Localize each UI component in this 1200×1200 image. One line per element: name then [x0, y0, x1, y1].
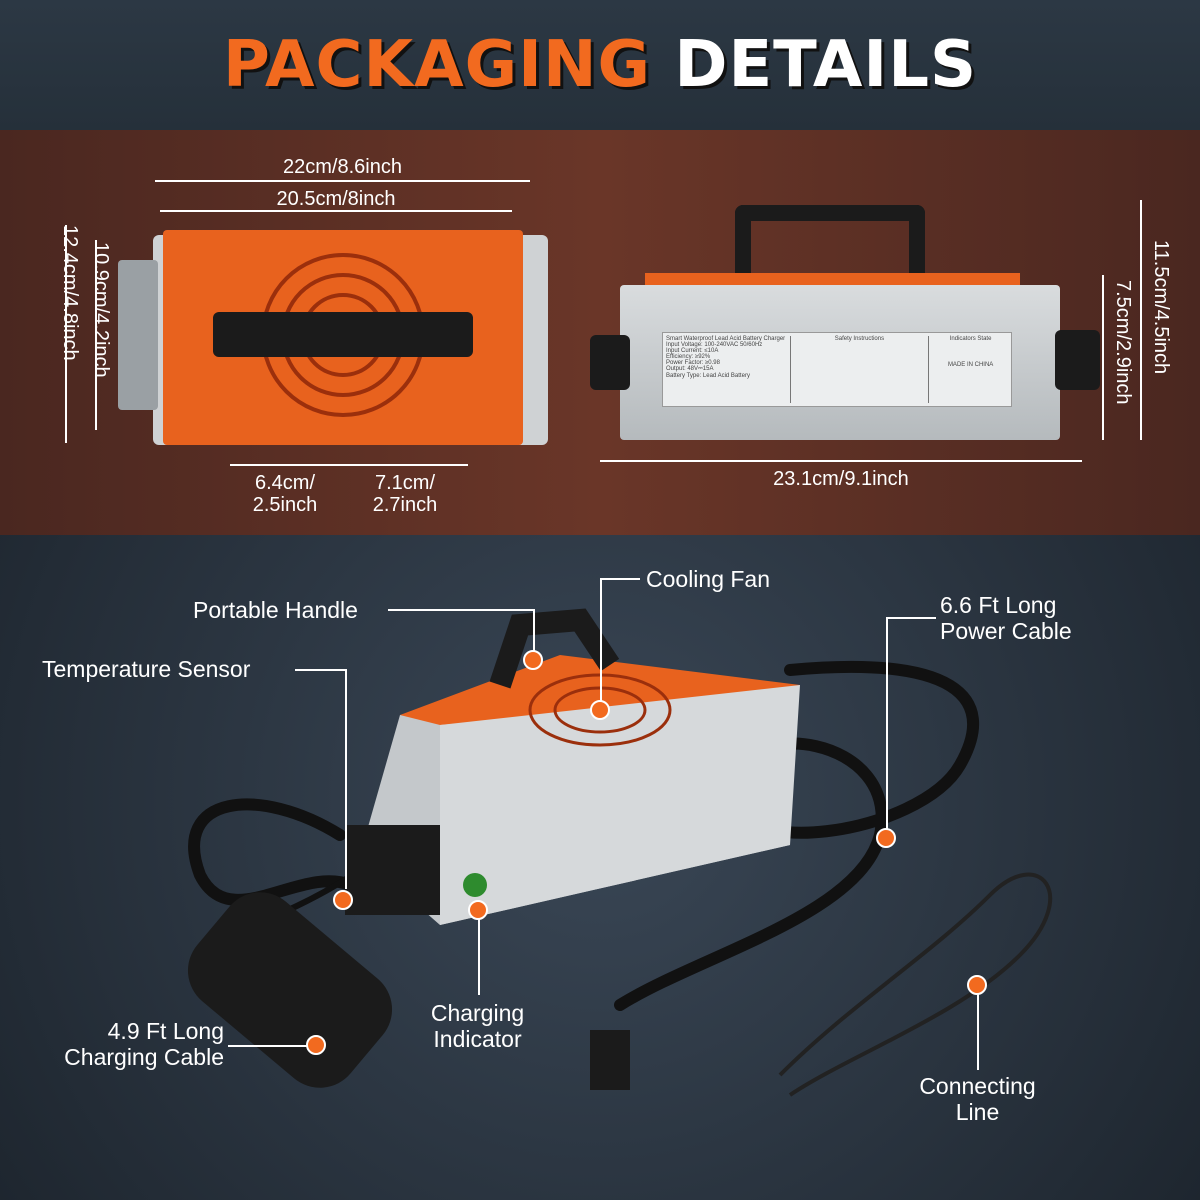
- product-label: Smart Waterproof Lead Acid Battery Charg…: [662, 332, 1012, 407]
- marker-dot: [967, 975, 987, 995]
- callout-cooling-fan: Cooling Fan: [646, 566, 771, 592]
- charger-top-view: [118, 230, 548, 445]
- marker-dot: [523, 650, 543, 670]
- dimension-label: 11.5cm/4.5inch: [1150, 240, 1172, 375]
- callout-portable-handle: Portable Handle: [193, 597, 358, 623]
- dimension-label: 12.4cm/4.8inch: [59, 225, 81, 361]
- dimension-label: 7.1cm/2.7inch: [372, 472, 438, 516]
- callout-temperature-sensor: Temperature Sensor: [42, 656, 251, 682]
- marker-dot: [590, 700, 610, 720]
- marker-dot: [306, 1035, 326, 1055]
- dimension-label: 7.5cm/2.9inch: [1112, 280, 1134, 405]
- dimension-label: 20.5cm/8inch: [276, 188, 396, 210]
- dimension-label: 22cm/8.6inch: [283, 156, 402, 178]
- charger-side-view: Smart Waterproof Lead Acid Battery Charg…: [590, 205, 1110, 445]
- dimension-label: 10.9cm/4.2inch: [90, 242, 112, 378]
- marker-dot: [876, 828, 896, 848]
- handle: [213, 312, 473, 357]
- page-title: PACKAGING DETAILS: [222, 28, 978, 102]
- marker-dot: [468, 900, 488, 920]
- header-band: [0, 0, 1200, 130]
- dimension-label: 6.4cm/2.5inch: [252, 472, 318, 516]
- marker-dot: [333, 890, 353, 910]
- dimension-label: 23.1cm/9.1inch: [773, 468, 909, 490]
